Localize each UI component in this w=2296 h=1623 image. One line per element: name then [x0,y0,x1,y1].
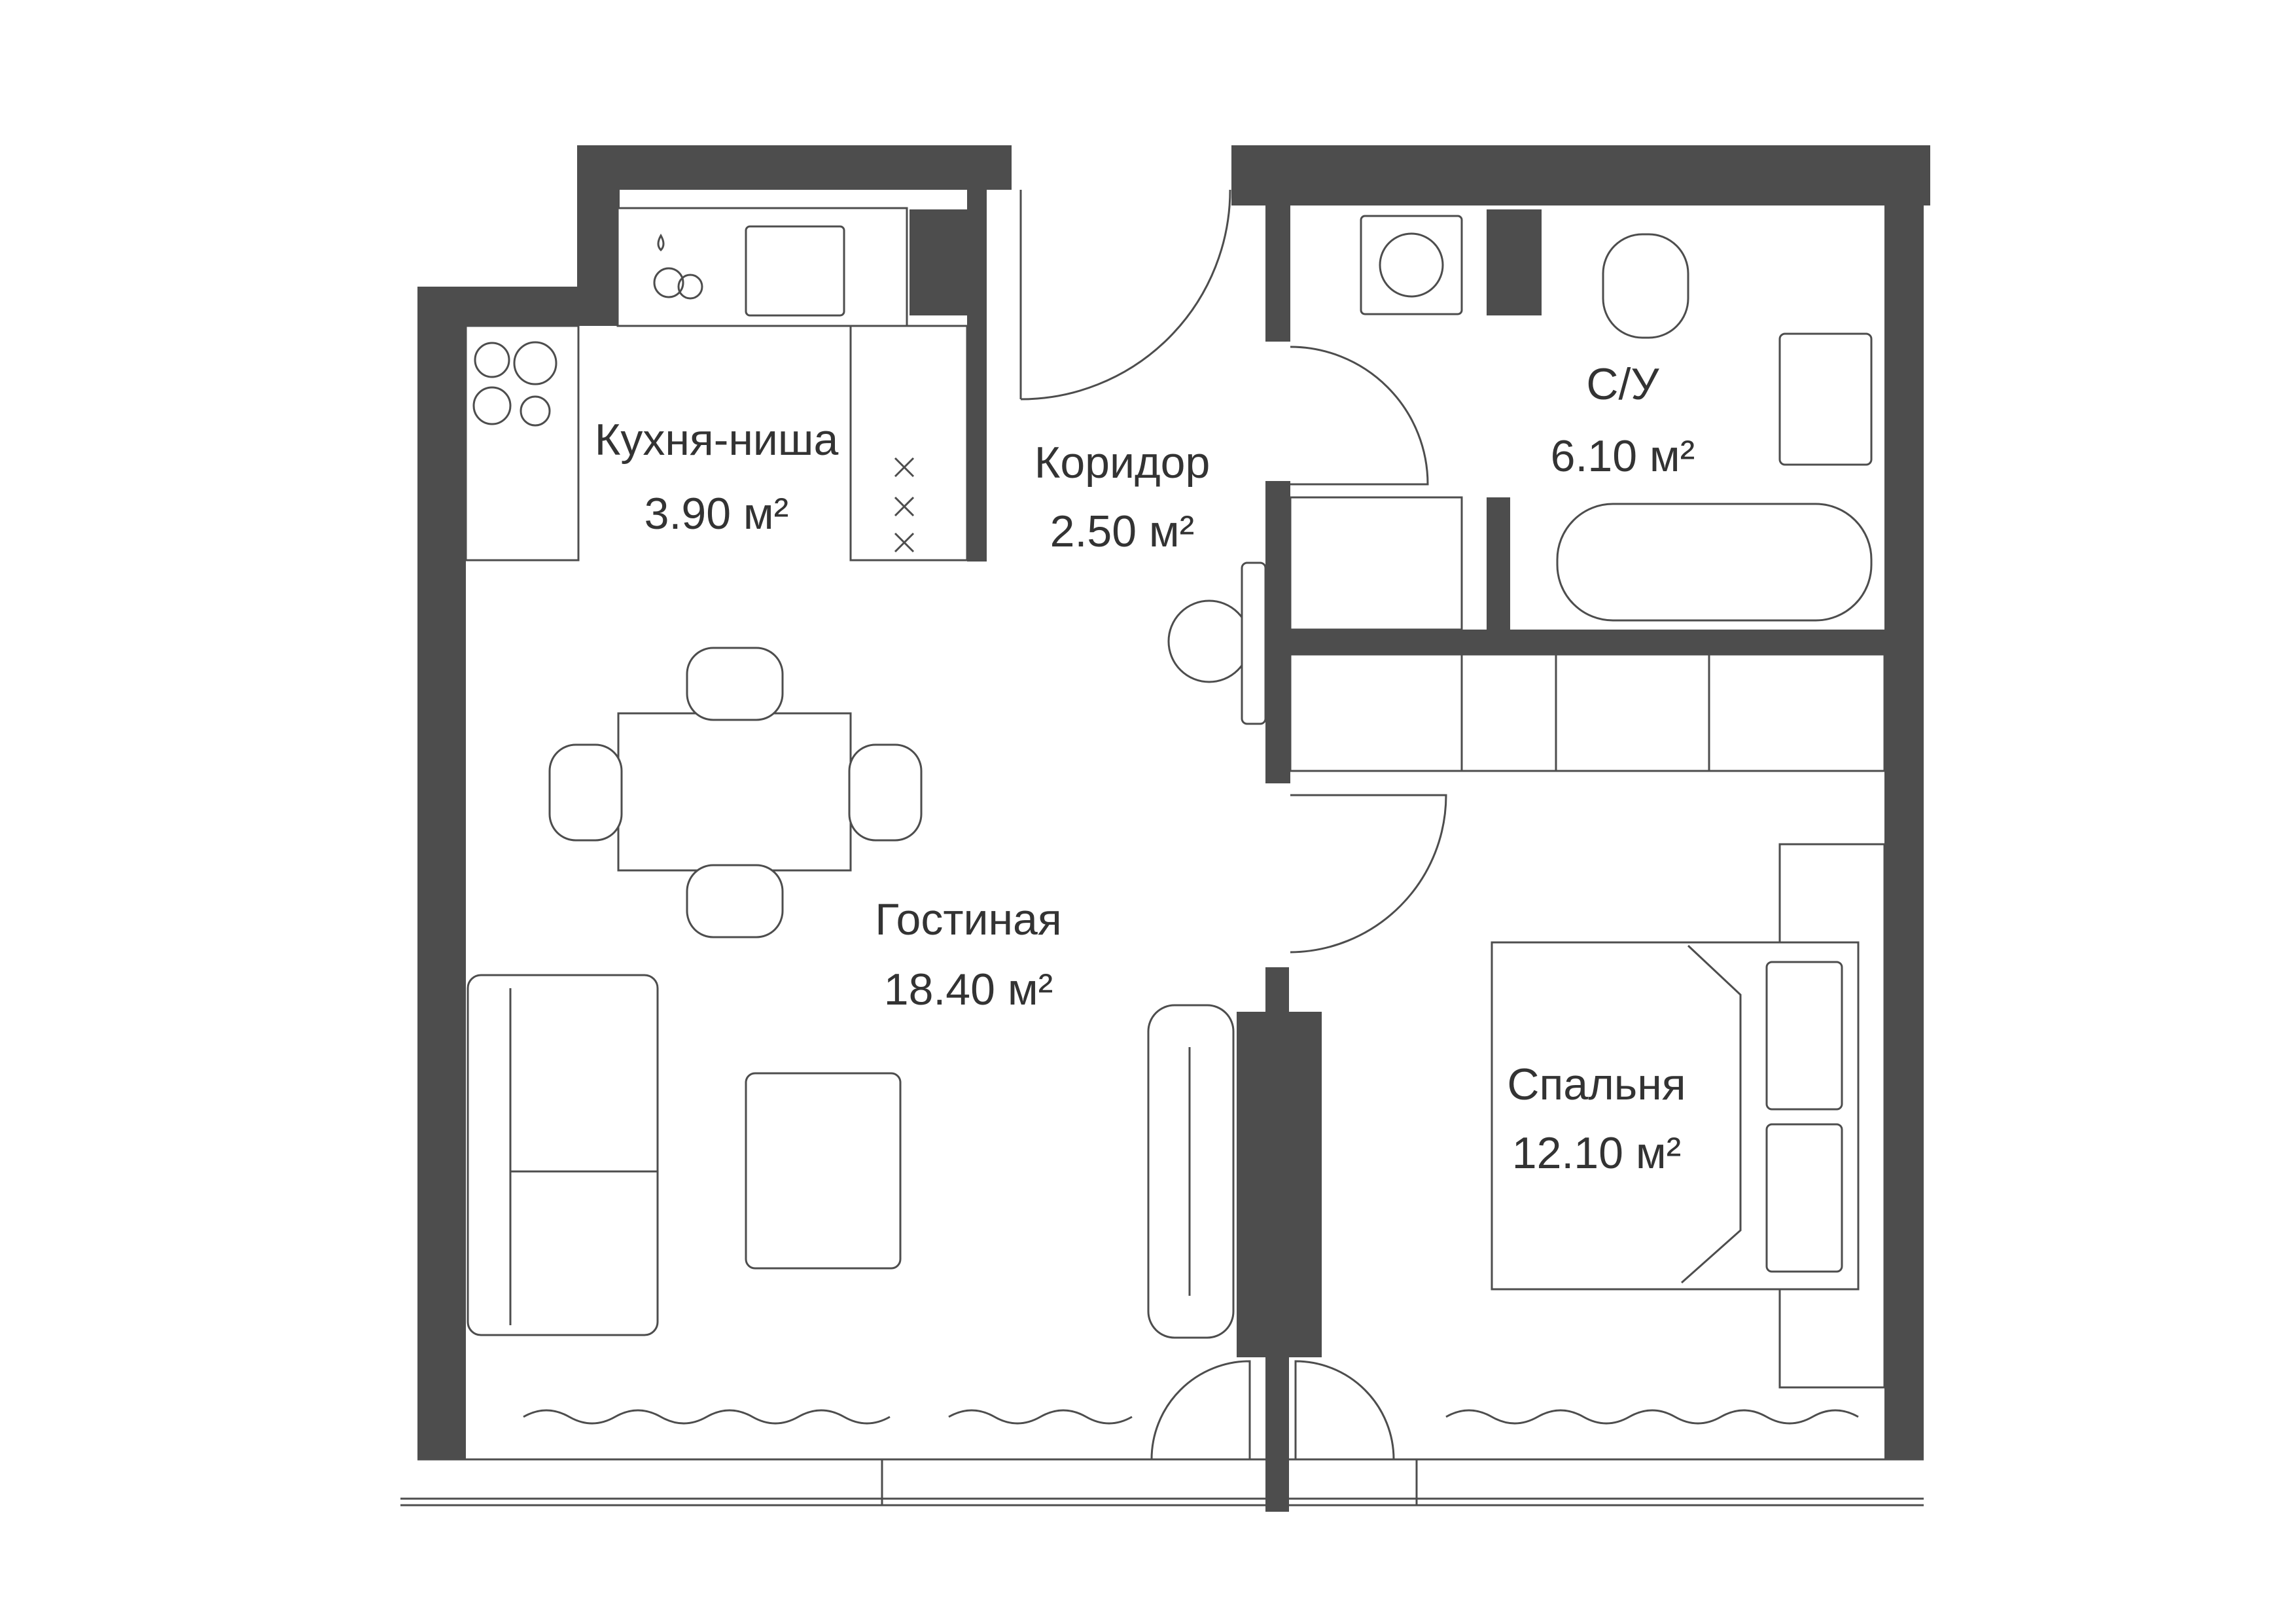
walls [417,145,1930,1512]
fridge-icon [894,457,915,553]
kitchen-counter-right [849,325,968,562]
balcony-door-left [1150,1360,1251,1460]
kitchen-furniture [465,207,968,562]
shoe-rack [1241,562,1267,725]
wall-bath-wardrobe [1265,630,1924,654]
wall-kitchen-pillar [910,209,968,315]
wall-top-kitchen-low [417,287,581,326]
balcony-door-right [1294,1360,1395,1460]
room-labels: Кухня-ниша 3.90 м² Коридор 2.50 м² С/У 6… [595,359,1695,1178]
corridor-closet [1289,496,1463,631]
living-room-furniture [467,647,1235,1339]
corridor-area: 2.50 м² [1050,507,1195,556]
wall-left [417,287,466,1459]
kitchen-area: 3.90 м² [645,489,789,539]
wardrobe-body [1289,653,1886,772]
blanket-fold [1681,944,1742,1284]
living-name: Гостиная [875,895,1061,944]
bathroom-area: 6.10 м² [1551,431,1695,481]
chair-left [548,743,623,842]
tv-stand [1147,1004,1235,1339]
wall-top-right [1231,145,1930,205]
corridor-name: Коридор [1034,438,1210,488]
pouf [1167,599,1251,683]
bathtub [1556,503,1873,622]
pillow-top [1765,961,1843,1111]
kitchen-counter-left [465,325,580,562]
washing-machine-drum-icon [1379,232,1444,298]
bedroom-area: 12.10 м² [1512,1128,1681,1178]
curtain-bedroom [1445,1409,1859,1425]
curtain-living-2 [948,1409,1133,1425]
living-area: 18.40 м² [884,965,1053,1014]
wash-basin [1778,332,1873,466]
entrance-door [1019,189,1231,401]
dishwasher-icon [653,233,703,300]
wall-corridor-bath-top [1265,190,1290,342]
bedroom-door [1290,794,1447,954]
coffee-table [745,1072,902,1270]
stove-icon [472,341,557,427]
wall-kitchen-corridor [967,190,987,562]
bathroom-furniture [1360,215,1873,622]
bathroom-door [1290,346,1429,486]
wall-bath-pillar [1487,209,1542,315]
corridor-furniture [1167,496,1463,725]
toilet [1602,233,1689,339]
wall-right [1884,190,1924,1459]
washing-machine [1360,215,1463,315]
curtain-living-1 [523,1409,891,1425]
dining-table [617,712,852,872]
wall-bath-inner [1487,497,1510,630]
chair-bottom [686,864,784,938]
sofa [467,974,659,1336]
sink [745,225,845,317]
chair-right [848,743,923,842]
kitchen-name: Кухня-ниша [595,415,839,465]
doors [1019,189,1447,954]
wardrobe [1289,653,1886,772]
windows [400,1360,1924,1507]
wall-living-bedroom-thick [1237,1012,1322,1357]
chair-top [686,647,784,721]
bedroom-name: Спальня [1507,1060,1686,1109]
bedroom-furniture [1491,843,1886,1389]
bathroom-name: С/У [1586,359,1659,409]
wall-top-kitchen-high [577,145,1012,190]
pillow-bottom [1765,1123,1843,1273]
